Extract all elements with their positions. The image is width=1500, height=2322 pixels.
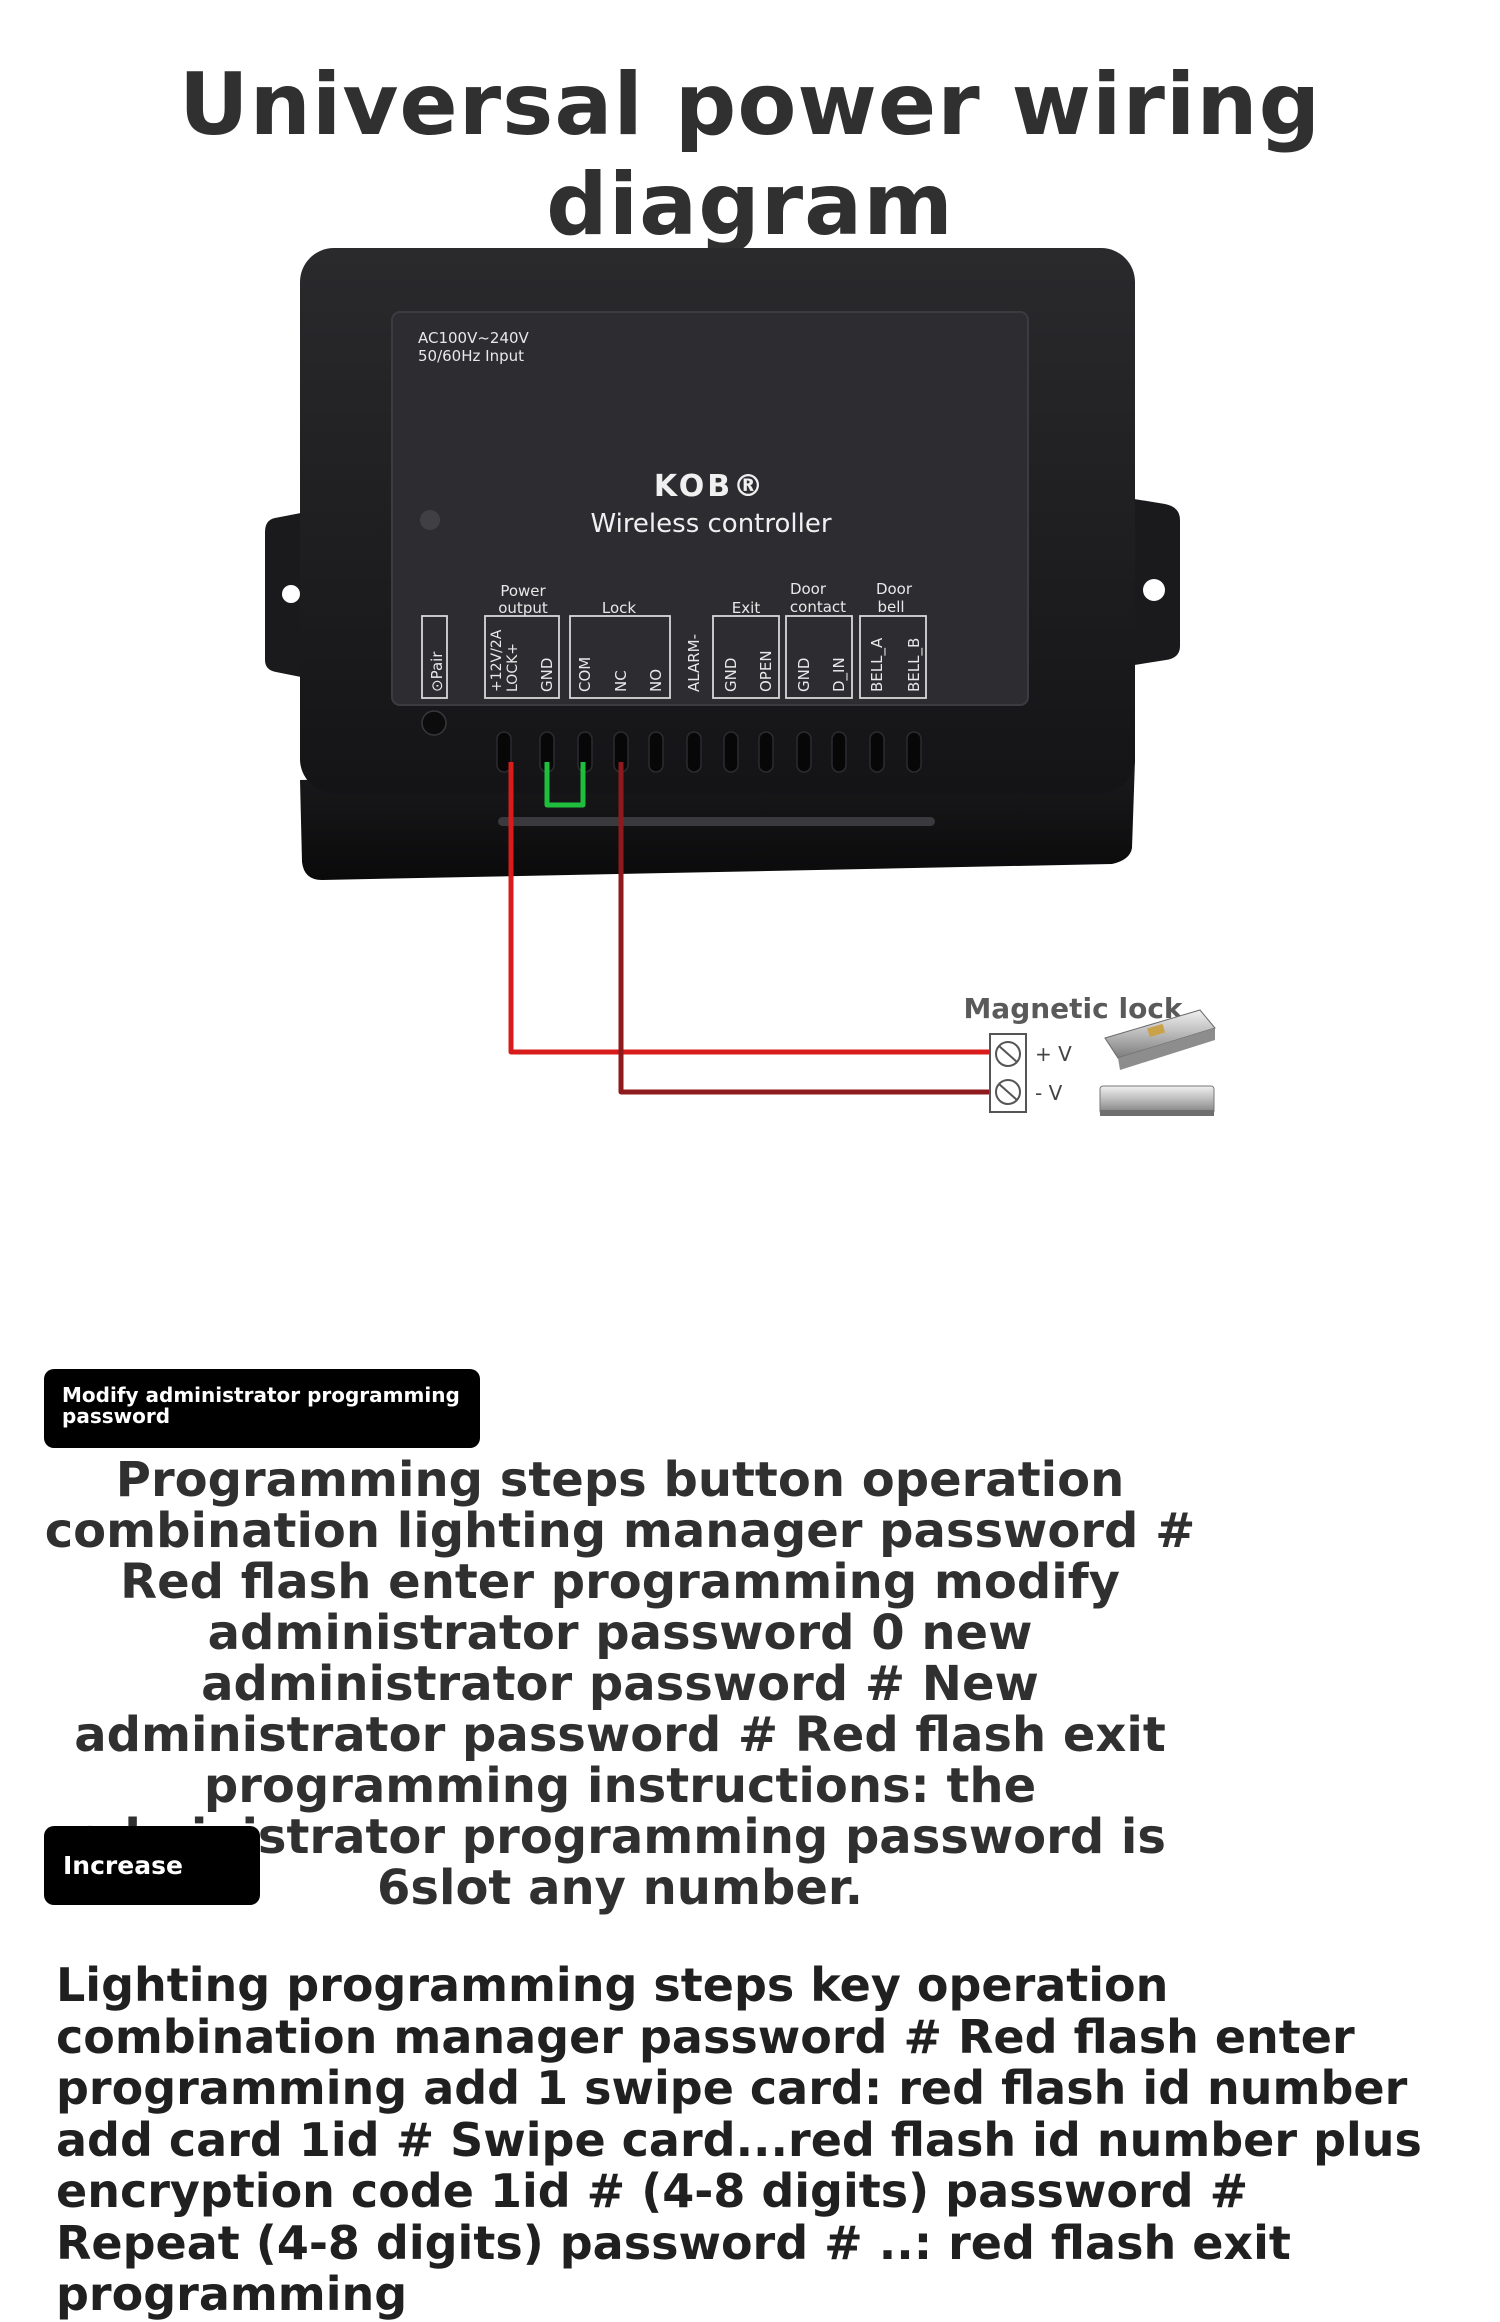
pair-led xyxy=(420,510,440,530)
terminal-socket xyxy=(648,731,664,773)
terminal-socket xyxy=(831,731,847,773)
terminal-socket xyxy=(723,731,739,773)
magnet-plate-image xyxy=(1099,1085,1215,1116)
group-label-door-bell-line2: bell xyxy=(877,598,904,616)
terminal-label: ⊙Pair xyxy=(428,651,446,692)
dark-red-wire-negative xyxy=(618,762,990,1095)
left-mounting-hole xyxy=(282,585,300,603)
terminal-socket xyxy=(906,731,922,773)
terminal-label: +12V/2ALOCK+ xyxy=(489,629,521,692)
lock-plus-label: + V xyxy=(1035,1042,1072,1066)
section-badge-increase-users: Increase users xyxy=(44,1826,260,1959)
terminal-labels: ⊙Pair +12V/2ALOCK+ GND COM NC NO ALARM- GND OPEN… xyxy=(428,629,924,692)
group-label-power-line1: Power xyxy=(500,582,546,600)
wires xyxy=(508,762,990,1095)
magnetic-lock: Magnetic lock + V - V xyxy=(963,992,1216,1116)
terminal-sockets xyxy=(496,731,922,773)
terminal-label: GND xyxy=(795,658,813,692)
red-wire-positive xyxy=(508,762,990,1055)
terminal-label: COM xyxy=(576,657,594,692)
section-text-increase-users: Lighting programming steps key operation… xyxy=(56,1958,1422,2321)
label-panel xyxy=(391,311,1029,706)
terminal-socket xyxy=(796,731,812,773)
green-jumper-wire xyxy=(544,762,586,808)
device-name: Wireless controller xyxy=(590,509,831,539)
lock-screw-positive-slot xyxy=(998,1045,1018,1063)
base-slot xyxy=(498,817,935,826)
terminal-label: GND xyxy=(722,658,740,692)
controller-device: AC100V~240V 50/60Hz Input KOB® Wireless … xyxy=(265,248,1180,880)
lock-minus-label: - V xyxy=(1035,1081,1063,1105)
magnetic-lock-label: Magnetic lock xyxy=(963,992,1183,1025)
terminal-socket xyxy=(869,731,885,773)
group-label-lock: Lock xyxy=(602,599,637,617)
terminal-label: D_IN xyxy=(830,657,849,692)
terminal-label: NO xyxy=(647,669,665,692)
input-rating-line2: 50/60Hz Input xyxy=(418,347,524,365)
terminal-socket xyxy=(686,731,702,773)
group-label-door-contact-line2: contact xyxy=(790,598,846,616)
section-text-modify-password: Programming steps button operation combi… xyxy=(44,1452,1196,1916)
terminal-socket xyxy=(496,731,512,773)
page-title: Universal power wiring diagram xyxy=(178,55,1322,255)
terminal-brackets xyxy=(421,615,927,699)
terminal-label: BELL_A xyxy=(868,637,887,692)
pair-button xyxy=(421,710,447,736)
right-mounting-hole xyxy=(1143,579,1165,601)
group-label-exit: Exit xyxy=(732,599,761,617)
section-badge-modify-password: Modify administrator programming passwor… xyxy=(44,1369,480,1448)
terminal-label: OPEN xyxy=(757,650,775,692)
lock-screw-negative-slot xyxy=(998,1083,1018,1101)
group-label-door-contact-line1: Door xyxy=(790,580,827,598)
brand-logo: KOB® xyxy=(654,469,766,504)
terminal-label: GND xyxy=(538,658,556,692)
wiring-diagram: AC100V~240V 50/60Hz Input KOB® Wireless … xyxy=(265,248,1216,1116)
input-rating-line1: AC100V~240V xyxy=(418,329,530,347)
group-label-door-bell-line1: Door xyxy=(876,580,913,598)
terminal-socket xyxy=(758,731,774,773)
terminal-label: BELL_B xyxy=(905,638,924,692)
group-label-power-line2: output xyxy=(498,599,548,617)
terminal-label: ALARM- xyxy=(685,634,703,692)
terminal-label: NC xyxy=(612,670,630,692)
bolt-lock-image xyxy=(1104,1009,1216,1070)
